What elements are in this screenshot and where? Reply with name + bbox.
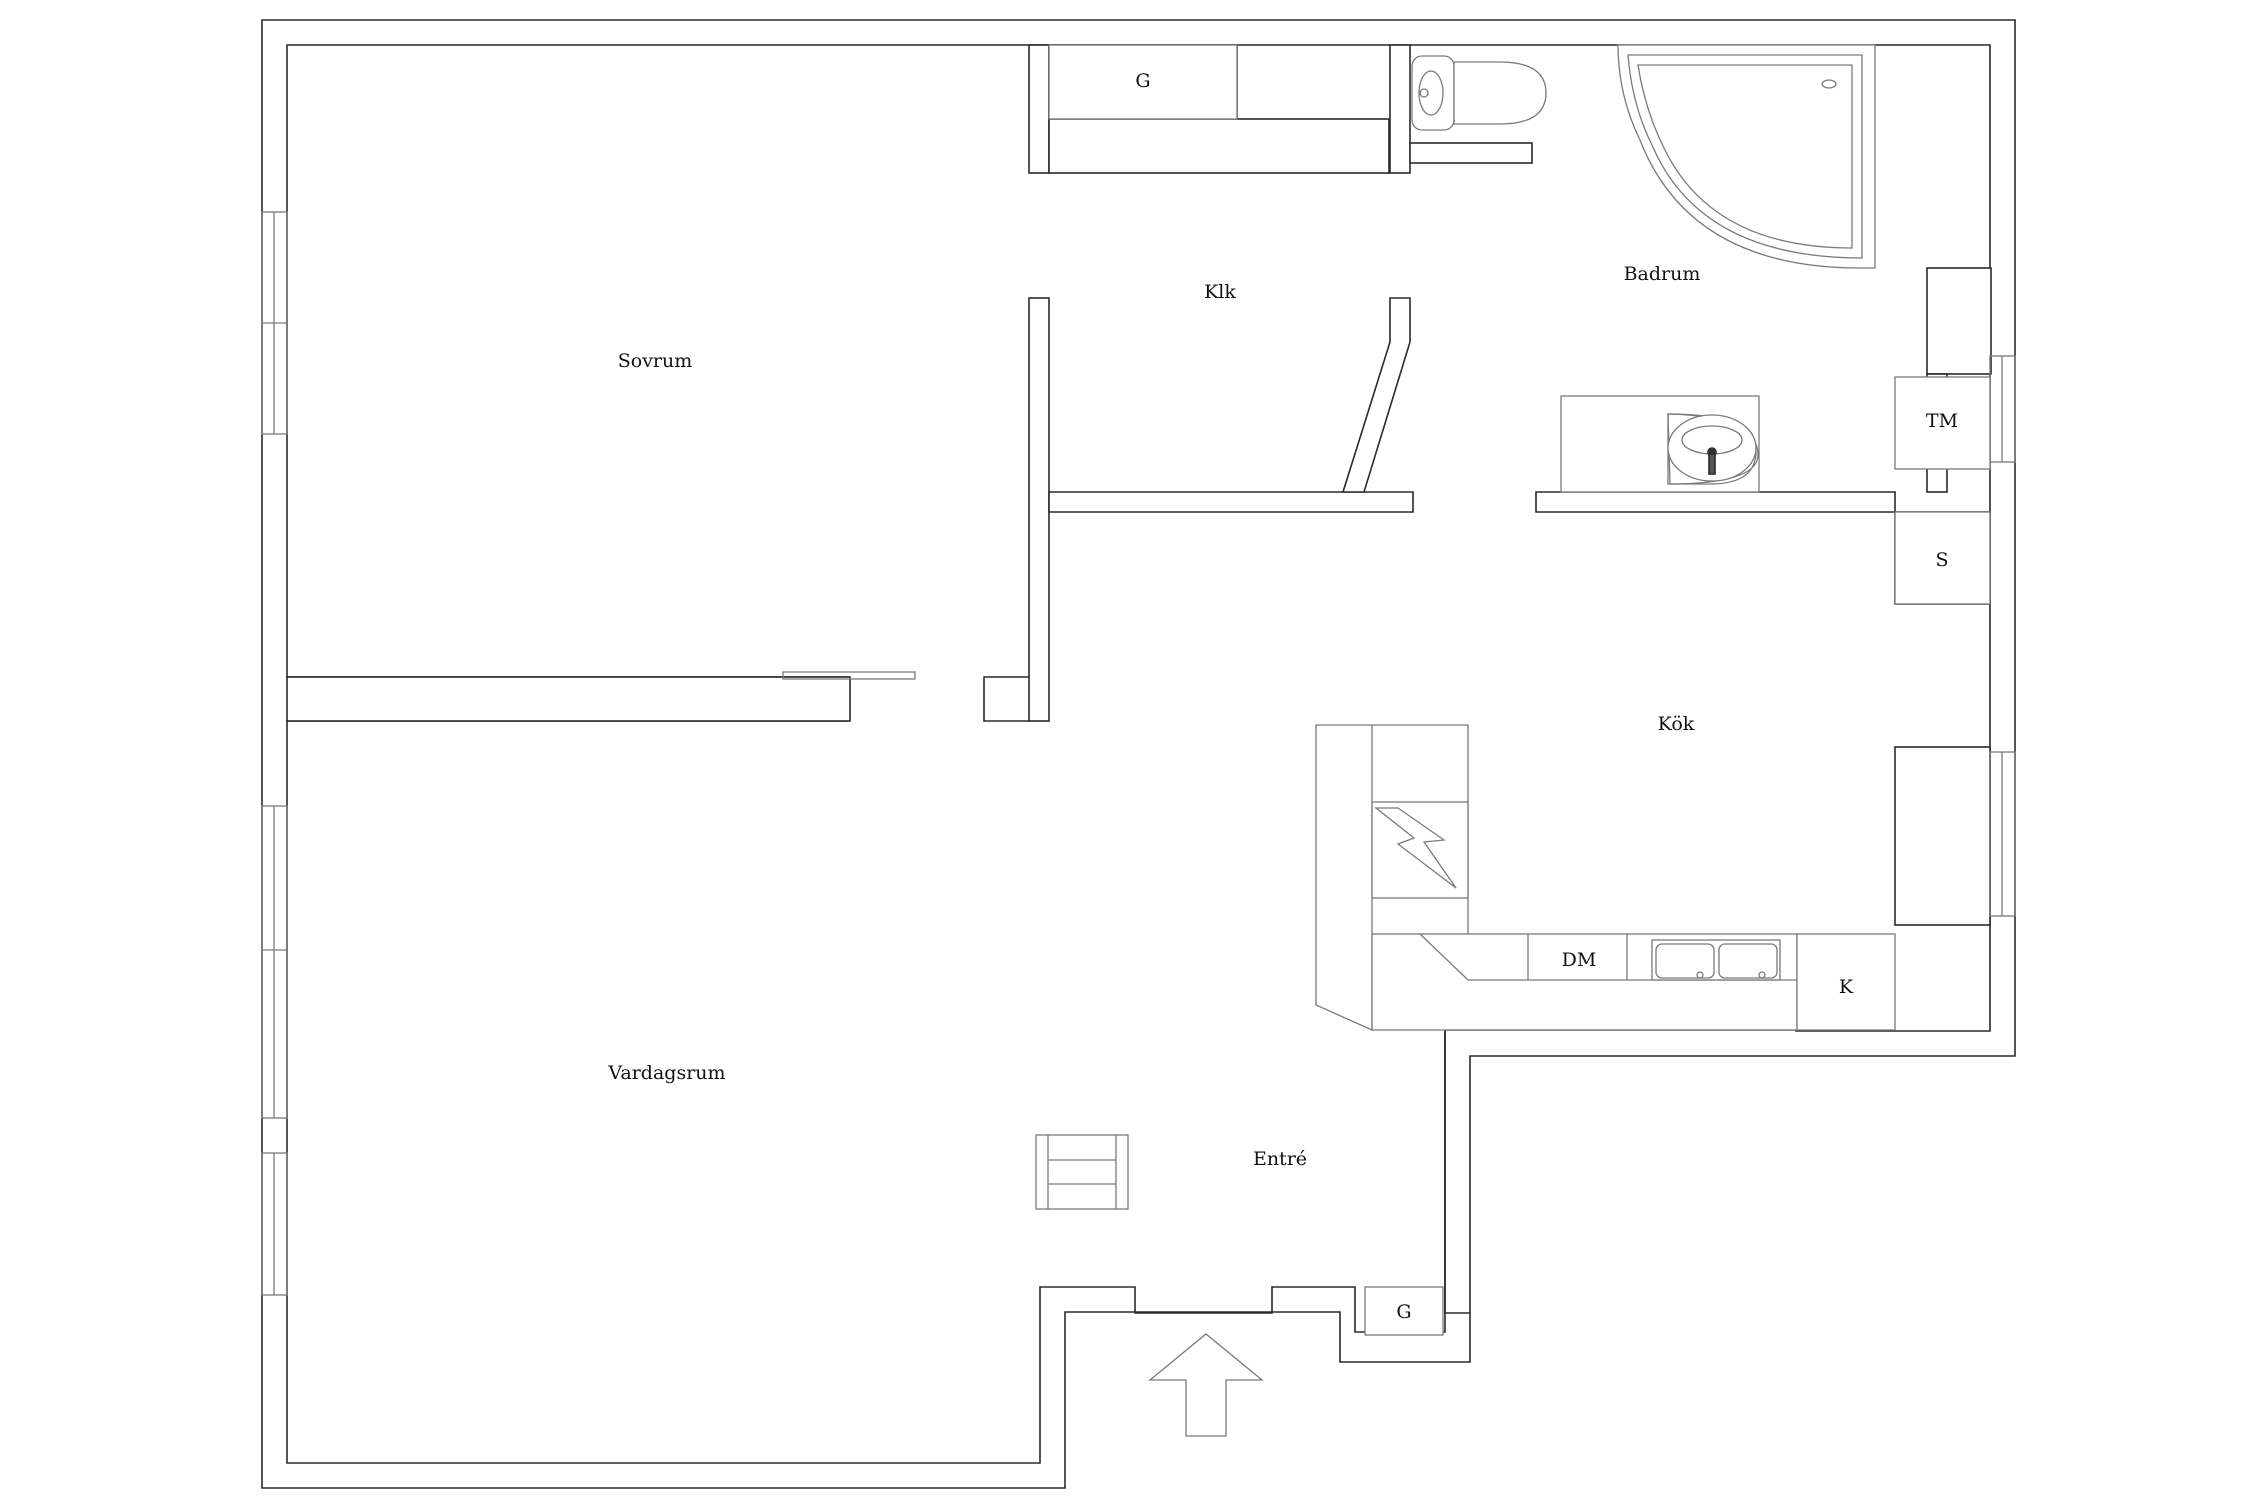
shoe-rack-icon	[1035, 1134, 1129, 1210]
interior-walls	[286, 44, 1992, 1314]
washing-machine-box	[1894, 376, 1991, 470]
corner-bathtub-icon	[1617, 44, 1876, 269]
wardrobe-entry-box	[1364, 1286, 1444, 1336]
toilet-icon	[1411, 55, 1547, 131]
windows	[261, 211, 2016, 1296]
fixture-label-kyl: K	[1839, 976, 1854, 998]
room-label-vardagsrum: Vardagsrum	[607, 1062, 725, 1084]
room-label-badrum: Badrum	[1624, 263, 1701, 285]
room-label-kok: Kök	[1658, 713, 1695, 735]
fixture-label-tvattmaskin: TM	[1926, 410, 1958, 432]
fixture-label-stadskap: S	[1935, 549, 1948, 571]
fixture-label-diskmaskin: DM	[1562, 949, 1597, 971]
cleaning-cupboard-box	[1894, 511, 1991, 605]
wardrobe-top-box	[1048, 44, 1238, 120]
washbasin-icon	[1560, 395, 1760, 493]
room-label-entre: Entré	[1253, 1148, 1307, 1170]
room-label-klk: Klk	[1204, 281, 1236, 303]
room-label-sovrum: Sovrum	[618, 350, 693, 372]
fixture-label-garderob-entry: G	[1396, 1301, 1411, 1323]
stove-icon	[1371, 801, 1469, 899]
kitchen-sink-icon	[1651, 939, 1781, 981]
entrance-arrow-icon	[1148, 1333, 1264, 1437]
fixture-label-garderob-top: G	[1135, 70, 1150, 92]
